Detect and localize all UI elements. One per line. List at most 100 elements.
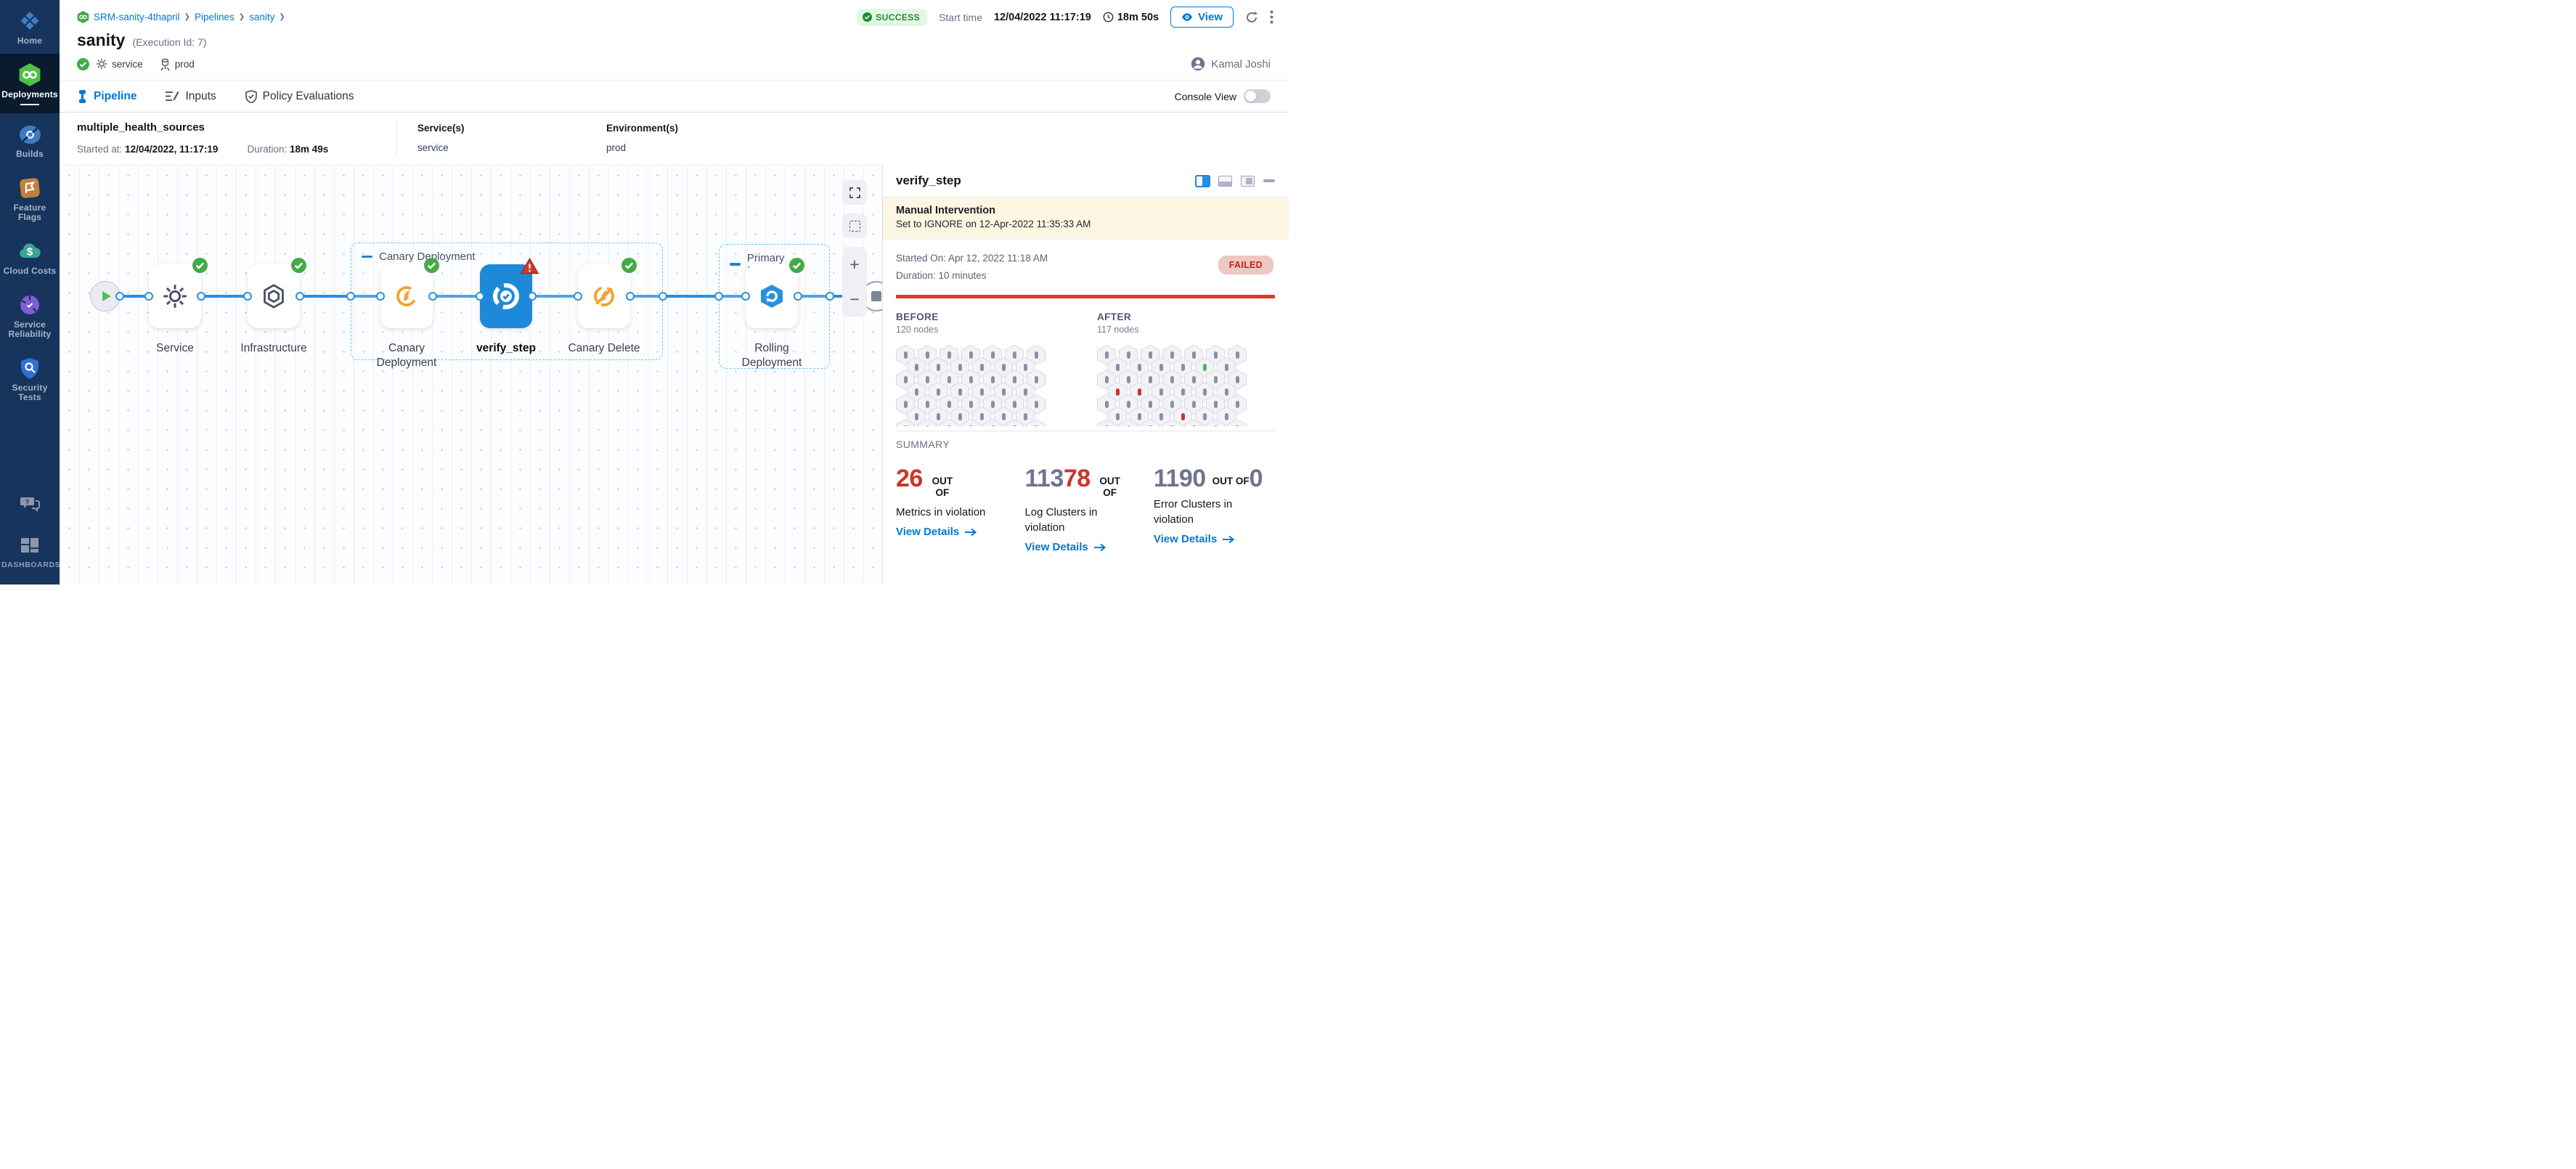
warning-badge-icon [520, 257, 539, 278]
connector-dot [376, 292, 385, 301]
duration-value: 18m 49s [289, 144, 329, 155]
metric-value: 78 [1063, 465, 1091, 492]
tab-policy-evaluations[interactable]: Policy Evaluations [245, 81, 354, 112]
environment-tag[interactable]: prod [160, 58, 195, 70]
tab-pipeline[interactable]: Pipeline [77, 81, 136, 112]
environments-column: Environment(s) prod [606, 121, 795, 155]
banner-subtitle: Set to IGNORE on 12-Apr-2022 11:35:33 AM [896, 219, 1091, 229]
canvas-fullscreen-button[interactable] [842, 180, 867, 205]
connector-dot [243, 292, 252, 301]
service-tag[interactable]: service [96, 58, 143, 70]
arrow-right-icon [965, 528, 977, 536]
help-chat-icon: ? [1, 493, 58, 516]
pipeline-node-label: Canary Deployment [376, 342, 437, 369]
connector-dot [346, 292, 355, 301]
status-badge: SUCCESS [857, 8, 928, 26]
breadcrumb-link[interactable]: Pipelines [194, 12, 235, 23]
execution-id: (Execution Id: 7) [132, 36, 207, 48]
more-options-button[interactable] [1270, 10, 1273, 24]
run-name: multiple_health_sources [77, 121, 205, 134]
pipeline-node-canary-deployment[interactable] [380, 258, 439, 328]
rolling-deployment-icon [758, 282, 786, 310]
environment-icon [160, 58, 170, 70]
stage-group-header[interactable]: Canary Deployment [351, 243, 662, 263]
sidebar-item-cloud-costs[interactable]: $Cloud Costs [0, 230, 60, 284]
pipeline-node-canary-delete[interactable] [578, 258, 637, 328]
services-value[interactable]: service [417, 142, 449, 153]
sidebar-item-security-tests[interactable]: Security Tests [0, 347, 60, 410]
collapse-group-icon [362, 255, 372, 258]
zoom-in-button[interactable]: + [849, 254, 860, 274]
node-hexagon [1097, 419, 1116, 426]
pipeline-node-rolling-deployment[interactable] [746, 258, 804, 328]
node-hexagon [907, 382, 926, 402]
connector-dot [115, 292, 124, 301]
minimize-panel-icon[interactable] [1263, 179, 1275, 182]
layout-split-right-icon[interactable] [1196, 175, 1210, 187]
pipeline-node-label: verify_step [476, 342, 536, 354]
sidebar-item-help[interactable]: ? [0, 484, 60, 524]
run-info-left: multiple_health_sources Started at: 12/0… [77, 121, 396, 155]
view-details-link[interactable]: View Details [1024, 541, 1131, 553]
feature-flags-icon [1, 176, 58, 200]
pipeline-node-verify_step[interactable] [480, 257, 539, 328]
header-row-top: SRM-sanity-4thapril❯Pipelines❯sanity❯ SU… [60, 0, 1288, 29]
refresh-icon [1247, 11, 1258, 23]
user-info: Kamal Joshi [1191, 57, 1271, 71]
verify-icon [492, 282, 521, 311]
pipeline-node-infrastructure[interactable] [248, 258, 306, 328]
breadcrumb-link[interactable]: SRM-sanity-4thapril [94, 12, 180, 23]
connector-dot [626, 292, 635, 301]
duration-label: Duration: [247, 144, 288, 155]
sidebar-item-deployments[interactable]: Deployments [0, 54, 60, 113]
service-reliability-icon [1, 293, 58, 317]
metric-label: Log Clusters in violation [1024, 506, 1098, 534]
started-on: Started On: Apr 12, 2022 11:18 AM [896, 253, 1048, 264]
tab-inputs[interactable]: Inputs [166, 81, 216, 112]
view-button[interactable]: View [1170, 7, 1234, 28]
svg-text:$: $ [27, 246, 33, 258]
sidebar-item-label: Security Tests [12, 383, 48, 402]
failed-badge: FAILED [1218, 256, 1273, 274]
breadcrumb-link[interactable]: sanity [249, 12, 275, 23]
header-row-title: sanity (Execution Id: 7) [60, 29, 1288, 50]
canvas-select-button[interactable] [842, 213, 867, 238]
pipeline-node-label: Rolling Deployment [741, 342, 802, 369]
sidebar-item-dashboards[interactable]: DASHBOARDS [0, 524, 60, 577]
sidebar-bottom: ? DASHBOARDS [0, 484, 60, 584]
view-details-link[interactable]: View Details [896, 526, 1003, 538]
details-title: verify_step [896, 174, 961, 187]
builds-icon [1, 123, 58, 146]
pipeline-node-service[interactable] [149, 258, 208, 328]
sidebar-item-feature-flags[interactable]: Feature Flags [0, 167, 60, 230]
connector-dot [476, 292, 484, 301]
environments-value[interactable]: prod [606, 142, 627, 153]
play-icon [101, 290, 112, 302]
sidebar-item-label: Home [17, 36, 43, 46]
connector-dot [144, 292, 153, 301]
console-view-toggle[interactable] [1244, 89, 1271, 103]
details-body: Started On: Apr 12, 2022 11:18 AM Durati… [883, 238, 1288, 553]
node-hexagon [918, 419, 937, 426]
node-hexagon [961, 419, 980, 426]
connector-dot [714, 292, 723, 301]
policy-tab-icon [245, 89, 257, 103]
run-info-bar: multiple_health_sources Started at: 12/0… [60, 113, 1288, 165]
console-view-label: Console View [1174, 90, 1236, 102]
layout-floating-icon[interactable] [1241, 175, 1255, 187]
deployments-icon [1, 63, 58, 86]
refresh-button[interactable] [1245, 11, 1258, 24]
sidebar-item-service-reliability[interactable]: Service Reliability [0, 284, 60, 347]
sidebar-item-home[interactable]: Home [0, 0, 60, 54]
zoom-out-button[interactable]: − [849, 289, 860, 309]
banner-title: Manual Intervention [896, 205, 995, 216]
view-details-link[interactable]: View Details [1154, 533, 1275, 545]
layout-split-bottom-icon[interactable] [1218, 175, 1232, 187]
started-value: 12/04/2022, 11:17:19 [125, 144, 219, 155]
sidebar-item-builds[interactable]: Builds [0, 113, 60, 167]
after-title: AFTER [1097, 311, 1131, 322]
metric-value: 113 [1024, 465, 1064, 492]
connector-dot [741, 292, 750, 301]
